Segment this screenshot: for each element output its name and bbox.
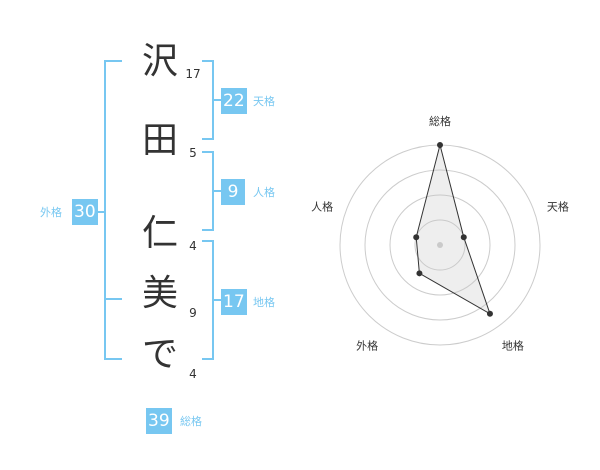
radar-label-1: 総格	[429, 114, 451, 128]
radar-point-3	[486, 310, 493, 317]
jinkaku-label: 人格	[253, 186, 275, 199]
stroke-count-1: 17	[185, 67, 201, 81]
radar-label-3: 地格	[502, 338, 524, 352]
name-char-3: 仁	[141, 213, 178, 254]
radar-label-4: 外格	[356, 338, 378, 352]
radar-polygon	[415, 144, 491, 315]
tenkaku-label: 天格	[253, 95, 275, 108]
gaikaku-label: 外格	[40, 206, 62, 219]
soukaku-label: 総格	[180, 415, 202, 428]
name-char-4: 美	[141, 273, 178, 314]
jinkaku-bracket-connector	[213, 190, 221, 192]
radar-ring	[414, 219, 466, 271]
soukaku-value: 39	[146, 408, 172, 434]
name-char-5: で	[141, 334, 178, 375]
stroke-count-5: 4	[189, 367, 197, 381]
radar-point-5	[413, 234, 420, 241]
name-char-1: 沢	[141, 41, 178, 82]
gaikaku-value: 30	[72, 199, 98, 225]
gaikaku-bracket	[104, 60, 122, 360]
gaikaku-bracket-divider	[104, 298, 122, 300]
tenkaku-bracket-connector	[213, 99, 221, 101]
name-char-2: 田	[141, 120, 178, 161]
chikaku-label: 地格	[253, 296, 275, 309]
radar-point-4	[416, 270, 423, 277]
radar-label-2: 天格	[547, 200, 569, 214]
jinkaku-value: 9	[221, 179, 245, 205]
stroke-count-2: 5	[189, 146, 197, 160]
radar-point-2	[460, 234, 467, 241]
chikaku-bracket-connector	[213, 299, 221, 301]
radar-point-1	[437, 142, 443, 148]
radar-ring	[364, 169, 516, 321]
chikaku-value: 17	[221, 289, 247, 315]
stroke-count-3: 4	[189, 239, 197, 253]
radar-center	[437, 242, 443, 248]
radar-label-5: 人格	[311, 200, 333, 214]
stroke-count-4: 9	[189, 306, 197, 320]
tenkaku-value: 22	[221, 88, 247, 114]
radar-points	[413, 142, 493, 317]
radar-ring	[389, 194, 491, 296]
radar-polygon-group	[415, 144, 491, 315]
